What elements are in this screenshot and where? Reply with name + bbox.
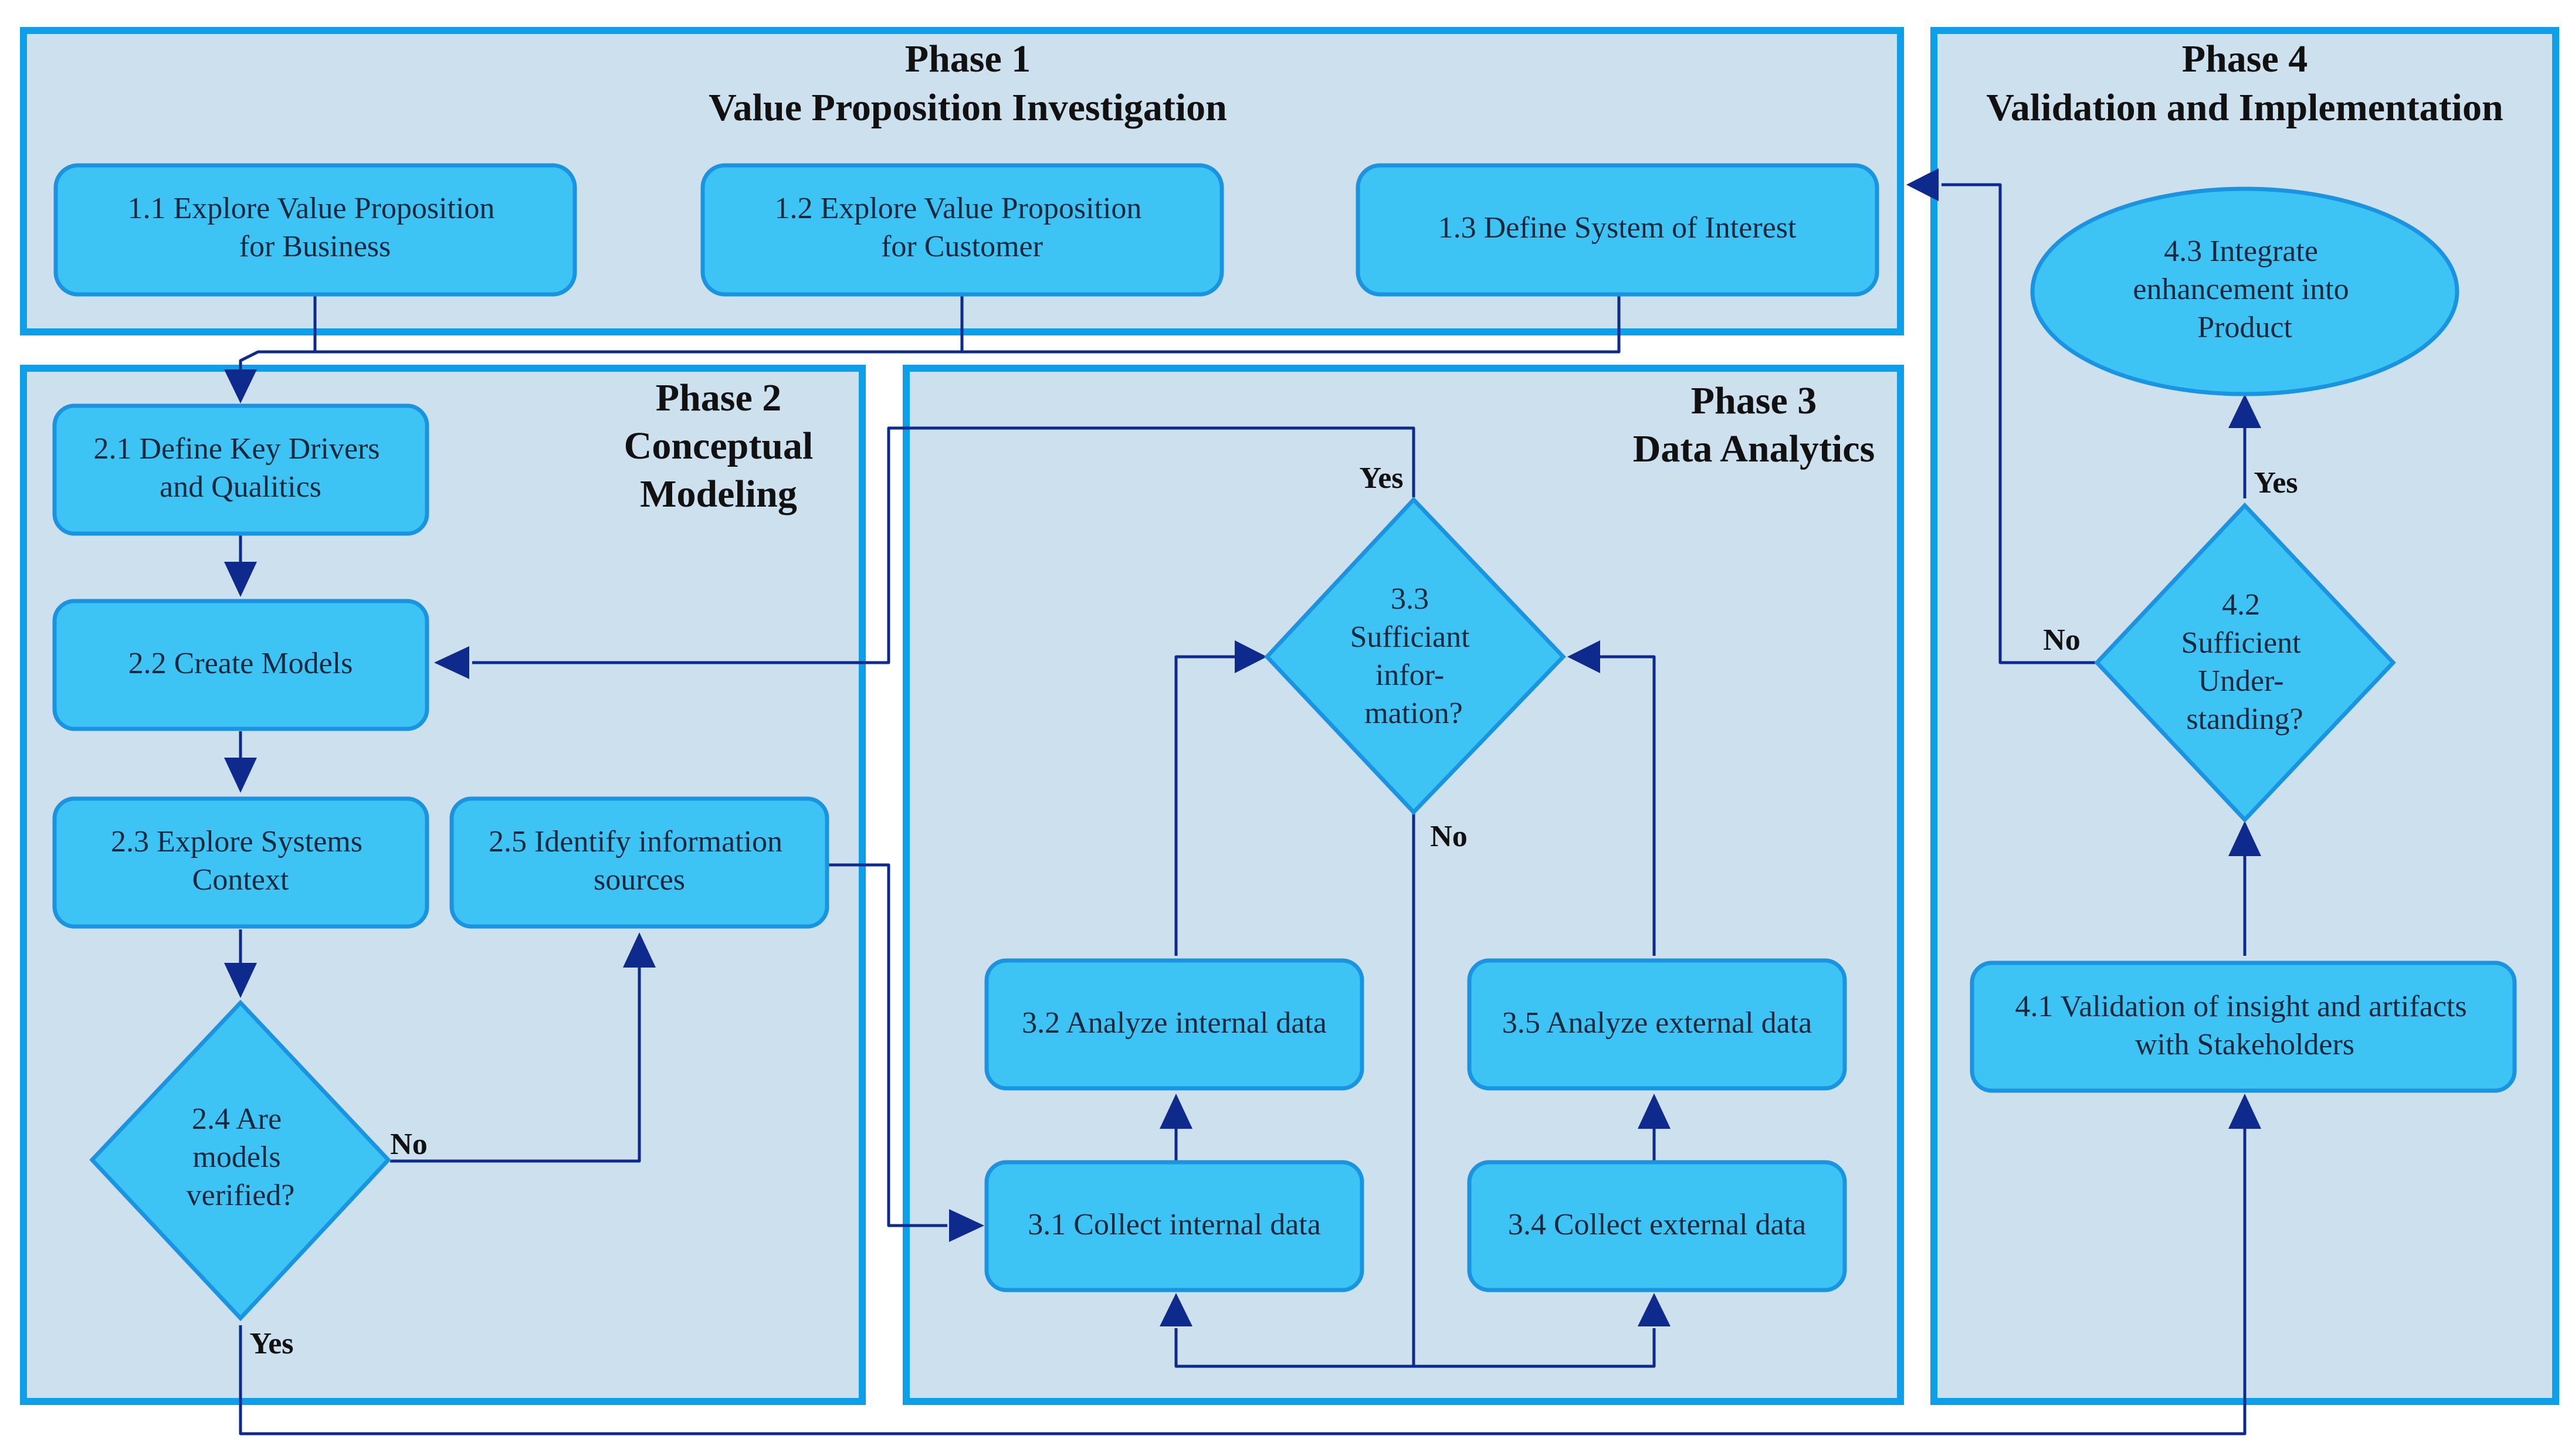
node-1-2[interactable]: 1.2 Explore Value Proposition for Custom… [700,163,1224,297]
node-3-3-line-3: infor- [1375,659,1444,692]
node-1-3[interactable]: 1.3 Define System of Interest [1356,163,1879,297]
svg-text:3.5 Analyze external data: 3.5 Analyze external data [1502,1006,1812,1040]
node-2-3-line-1: 2.3 Explore Systems [111,825,362,858]
node-4-2-line-4: standing? [2186,702,2303,736]
svg-text:2.4 Are models ver: 2.4 Are models verified? [187,1102,295,1212]
node-2-4-line-1: 2.4 Are [192,1102,282,1136]
node-4-2-line-3: Under- [2198,664,2283,698]
arrowheads [224,168,2261,1326]
node-2-2-line-1: 2.2 Create Models [128,647,353,680]
node-2-1-line-1: 2.1 Define Key Drivers [93,432,380,466]
node-3-3-line-2: Sufficiant [1350,620,1470,654]
svg-text:1.2 Explore Value Proposition: 1.2 Explore Value Proposition for Custom… [775,192,1150,263]
svg-text:1.1 Explore Value Proposition: 1.1 Explore Value Proposition for Busine… [128,192,503,263]
node-3-1-line-1: 3.1 Collect internal data [1028,1208,1321,1241]
node-2-5-line-2: sources [594,863,685,897]
edge-label-yes-4-2: Yes [2254,466,2298,500]
node-3-4[interactable]: 3.4 Collect external data [1467,1160,1847,1292]
edge-label-no-4-2: No [2043,623,2081,657]
node-1-3-line-1: 1.3 Define System of Interest [1438,211,1797,245]
node-2-1-line-2: and Qualitics [160,470,321,504]
node-3-3-line-4: mation? [1364,697,1463,730]
phase-2-subtitle: Conceptual [624,425,814,467]
node-4-2-line-1: 4.2 [2222,588,2260,622]
node-2-2[interactable]: 2.2 Create Models [52,599,429,731]
node-2-5-line-1: 2.5 Identify information [489,825,782,858]
node-3-3-line-1: 3.3 [1391,582,1429,616]
svg-text:1.3 Define System of Interest: 1.3 Define System of Interest [1438,211,1797,245]
phase-2-subtitle-line2: Modeling [640,473,797,515]
phase-1-subtitle: Value Proposition Investigation [709,86,1227,129]
phase-3-title: Phase 3 [1691,379,1817,422]
node-2-4-line-3: verified? [187,1179,295,1212]
phase-3-subtitle: Data Analytics [1633,427,1875,470]
svg-text:3.1 Collect internal data: 3.1 Collect internal data [1028,1208,1321,1241]
node-4-2-decision[interactable]: 4.2 Sufficient Under- standing? [2094,502,2396,823]
node-2-5[interactable]: 2.5 Identify information sources [449,796,829,929]
node-4-1[interactable]: 4.1 Validation of insight and artifacts … [1970,961,2517,1093]
edge-label-no-3-3: No [1430,820,1468,853]
node-4-2-line-2: Sufficient [2181,626,2301,660]
svg-text:2.2 Create Models: 2.2 Create Models [128,647,353,680]
phase-4-subtitle: Validation and Implementation [1986,86,2503,129]
svg-text:2.5 Identify information: 2.5 Identify information sources [489,825,790,897]
node-2-4-line-2: models [192,1141,280,1174]
edge-label-yes-3-3: Yes [1359,461,1403,495]
node-2-3-line-2: Context [192,863,289,897]
node-2-3[interactable]: 2.3 Explore Systems Context [52,796,429,929]
node-3-5[interactable]: 3.5 Analyze external data [1467,958,1847,1091]
node-4-1-line-2: with Stakeholders [2135,1028,2354,1061]
svg-text:3.3 Sufficiant inf: 3.3 Sufficiant infor- mation? [1350,582,1477,730]
phase-4-title: Phase 4 [2182,38,2308,80]
node-1-2-line-2: for Customer [881,230,1043,263]
svg-text:2.1 Define Key Drivers a: 2.1 Define Key Drivers and Qualitics [93,432,387,504]
node-4-1-line-1: 4.1 Validation of insight and artifacts [2015,990,2466,1023]
node-3-2-line-1: 3.2 Analyze internal data [1022,1006,1327,1040]
node-3-4-line-1: 3.4 Collect external data [1508,1208,1806,1241]
node-3-1[interactable]: 3.1 Collect internal data [984,1160,1364,1292]
node-4-3-line-3: Product [2197,311,2292,344]
connectors [239,183,2247,1435]
node-2-1[interactable]: 2.1 Define Key Drivers and Qualitics [52,403,429,536]
svg-text:3.4 Collect external data: 3.4 Collect external data [1508,1208,1806,1241]
node-2-4-decision[interactable]: 2.4 Are models verified? [89,999,391,1322]
node-3-2[interactable]: 3.2 Analyze internal data [984,958,1364,1091]
node-1-1[interactable]: 1.1 Explore Value Proposition for Busine… [53,163,577,297]
svg-text:2.3 Explore Systems Cont: 2.3 Explore Systems Context [111,825,370,897]
phase-1-title: Phase 1 [905,38,1031,80]
node-3-5-line-1: 3.5 Analyze external data [1502,1006,1812,1040]
svg-text:4.2 Sufficient Und: 4.2 Sufficient Under- standing? [2181,588,2308,736]
edge-label-yes-2-4: Yes [249,1327,293,1360]
phase-2-title: Phase 2 [656,376,782,419]
svg-text:4.3 Integrate enhancemen: 4.3 Integrate enhancement into Product [2133,235,2356,344]
svg-text:3.2 Analyze internal data: 3.2 Analyze internal data [1022,1006,1327,1040]
node-1-1-line-1: 1.1 Explore Value Proposition [128,192,495,225]
node-4-3-line-1: 4.3 Integrate [2164,235,2318,268]
node-1-2-line-1: 1.2 Explore Value Proposition [775,192,1142,225]
svg-text:4.1 Validation of insight and: 4.1 Validation of insight and artifacts … [2015,990,2474,1061]
node-4-3-line-2: enhancement into [2133,273,2349,306]
edge-label-no-2-4: No [390,1128,428,1161]
node-3-3-decision[interactable]: 3.3 Sufficiant infor- mation? [1264,496,1566,816]
node-4-3-terminal[interactable]: 4.3 Integrate enhancement into Product [2030,186,2459,396]
node-1-1-line-2: for Business [239,230,391,263]
